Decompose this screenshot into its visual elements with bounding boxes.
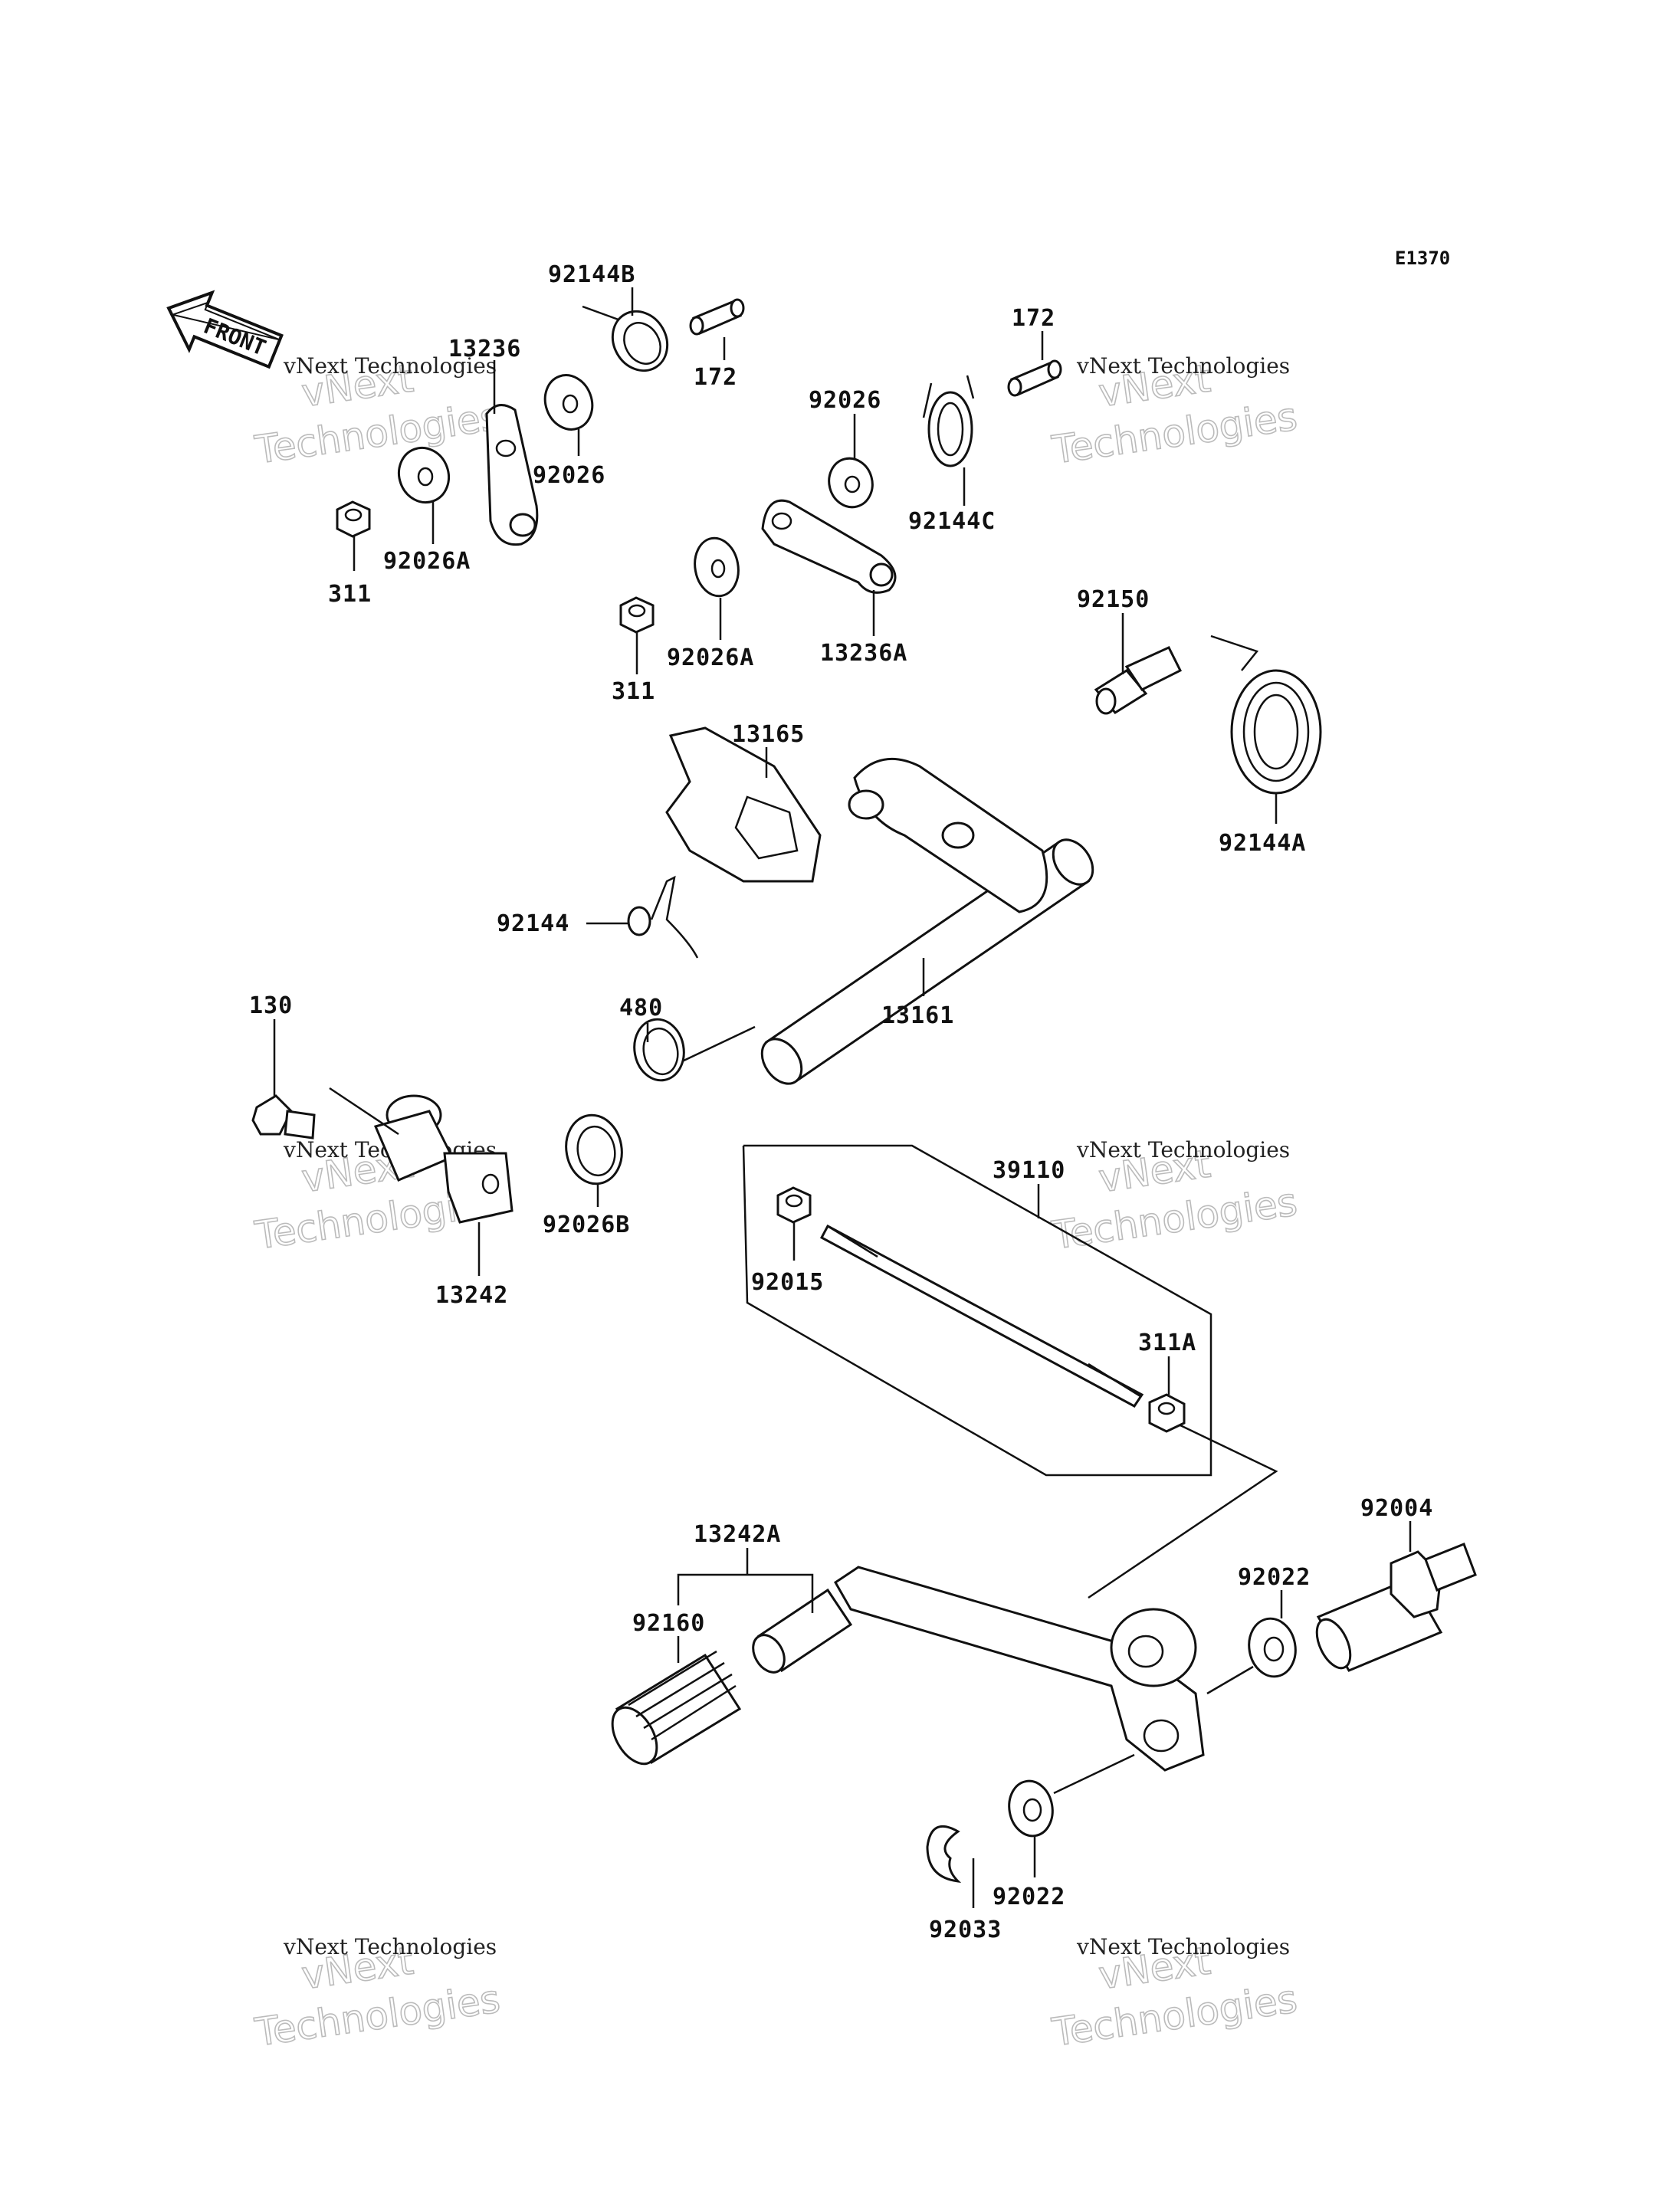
nut-icon [776,1186,812,1224]
washer-icon [828,457,874,509]
pedal-rubber-icon [611,1650,742,1766]
part-label-92022: 92022 [1238,1564,1311,1591]
nut-icon [1148,1393,1186,1433]
part-label-92144b: 92144B [548,261,635,288]
svg-text:vNext Technologies: vNext Technologies [1076,353,1290,379]
bolt-icon [1094,646,1183,715]
part-label-92022: 92022 [993,1884,1065,1910]
part-label-92033: 92033 [929,1917,1002,1943]
part-label-13165: 13165 [732,721,805,748]
svg-text:Technologies: Technologies [252,394,503,472]
washer-icon [398,446,450,504]
nut-icon [619,596,655,634]
shift-shaft-icon [760,757,1094,1085]
part-label-92144c: 92144C [908,508,996,535]
assembly-line [1206,1665,1254,1695]
circlip-icon [633,1018,685,1082]
shift-pedal-icon [752,1566,1205,1772]
assembly-line [1088,1424,1278,1599]
washer-icon [1248,1617,1297,1678]
nut-icon [336,500,371,538]
part-label-92144a: 92144A [1219,830,1306,857]
svg-text:vNext Technologies: vNext Technologies [1076,1137,1290,1162]
part-label-92004: 92004 [1360,1495,1433,1522]
diagram-code: E1370 [1395,248,1450,269]
part-label-13236a: 13236A [820,640,907,667]
part-label-92026: 92026 [809,387,881,414]
assembly-line [681,1025,756,1063]
rod-kit-frame [742,1144,1212,1477]
svg-text:vNext Technologies: vNext Technologies [283,1934,497,1959]
part-label-92160: 92160 [632,1610,705,1637]
washer-icon [1008,1779,1054,1838]
shift-arm-plate-icon [485,404,539,546]
part-label-92144: 92144 [497,910,569,937]
part-label-480: 480 [619,995,663,1021]
spring-icon [627,875,699,959]
bolt-icon [1315,1543,1477,1672]
part-label-39110: 39110 [993,1157,1065,1184]
spring-icon [582,305,669,372]
front-arrow-icon: FRONT [166,290,284,369]
part-label-13161: 13161 [881,1002,954,1029]
washer-icon [565,1113,623,1185]
washer-icon [694,536,740,598]
assembly-line [1053,1753,1135,1795]
part-label-172: 172 [694,364,737,391]
part-label-92150: 92150 [1077,586,1150,613]
pin-icon [1007,359,1062,397]
part-label-130: 130 [249,992,293,1019]
spring-icon [1210,635,1322,795]
tie-rod-icon [819,1224,1144,1408]
svg-text:Technologies: Technologies [252,1976,503,2054]
e-clip-icon [926,1825,962,1884]
part-label-13236: 13236 [448,336,521,362]
svg-text:Technologies: Technologies [1049,394,1300,472]
part-label-92026b: 92026B [543,1212,630,1238]
svg-text:Technologies: Technologies [1049,1976,1300,2054]
part-label-311a: 311A [1138,1330,1196,1356]
part-label-92026a: 92026A [383,548,471,575]
svg-text:Technologies: Technologies [1049,1179,1300,1258]
part-label-92026: 92026 [533,462,605,489]
shift-link-icon [329,1087,514,1224]
shift-arm-plate-icon [761,499,897,594]
part-label-311: 311 [612,678,655,705]
svg-text:vNext Technologies: vNext Technologies [283,353,497,379]
part-labels: 92144B 172 13236 92026 92026A 311 172 92… [249,261,1433,1943]
part-label-92026a: 92026A [667,644,754,671]
part-label-13242: 13242 [435,1282,508,1309]
bolt-icon [251,1094,316,1139]
part-label-311: 311 [328,581,372,608]
part-label-92015: 92015 [751,1269,824,1296]
pin-icon [689,298,745,336]
svg-text:vNext Technologies: vNext Technologies [1076,1934,1290,1959]
leader-lines [273,287,1412,1908]
part-label-172: 172 [1012,305,1055,332]
spring-icon [922,375,975,467]
part-label-13242a: 13242A [694,1521,781,1548]
guide-plate-icon [665,726,822,883]
washer-icon [543,374,594,431]
